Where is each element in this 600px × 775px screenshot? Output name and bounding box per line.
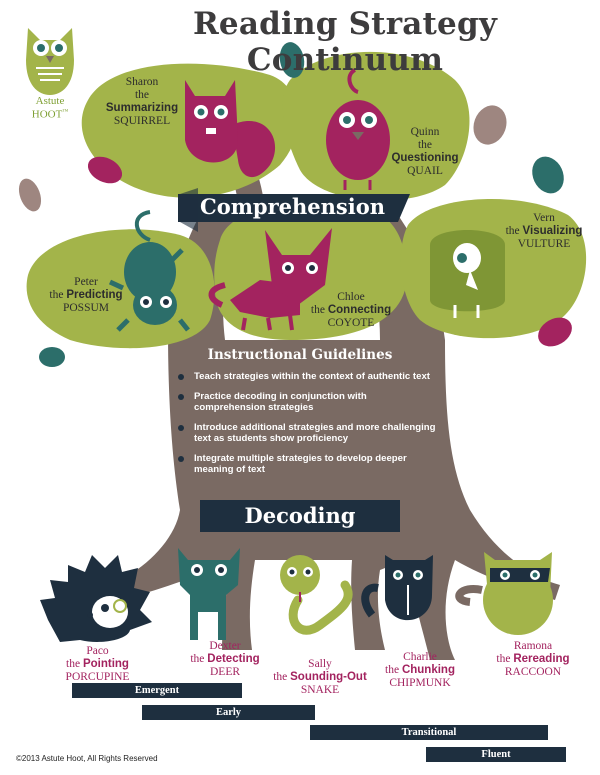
list-item: Integrate multiple strategies to develop… (178, 453, 438, 476)
comprehension-banner-shape (178, 188, 410, 232)
chipmunk-icon (361, 555, 433, 621)
squirrel-icon (185, 80, 276, 178)
logo-line-1: Astute (35, 95, 65, 107)
bullet-dot (178, 424, 184, 431)
guidelines-list: Teach strategies within the context of a… (178, 371, 438, 484)
label-sharon-squirrel: Sharon the Summarizing SQUIRREL (102, 76, 182, 128)
comprehension-banner: Comprehension (199, 194, 386, 219)
label-ramona-raccoon: Ramona the Rereading RACCOON (496, 640, 570, 678)
deer-icon (178, 548, 240, 640)
astute-hoot-logo-owl (26, 28, 74, 95)
animal-type: SQUIRREL (113, 115, 171, 127)
guidelines-title: Instructional Guidelines (207, 347, 393, 363)
possum-icon (108, 210, 190, 332)
snake-icon (280, 555, 353, 635)
stage-bar-transitional: Transitional (310, 725, 548, 740)
stage-bar-emergent: Emergent (72, 683, 242, 698)
stage-bar-early: Early (142, 705, 315, 720)
label-chloe-coyote: Chloe the Connecting COYOTE (310, 291, 392, 329)
decoding-banner: Decoding (244, 503, 356, 528)
page-title: Reading Strategy Continuum (192, 6, 498, 78)
label-quinn-quail: Quinn the Questioning QUAIL (391, 126, 459, 177)
raccoon-icon (455, 552, 553, 635)
decoding-banner-shape (200, 500, 400, 532)
logo-line-2: HOOT (31, 108, 63, 121)
animal-name: Sharon (125, 76, 159, 88)
porcupine-icon (40, 555, 152, 642)
logo-trademark: ™ (62, 109, 69, 115)
stage-bar-fluent: Fluent (426, 747, 566, 762)
label-dexter-deer: Dexter the Detecting DEER (190, 640, 260, 678)
coyote-icon (208, 228, 332, 331)
bullet-dot (178, 393, 184, 400)
astute-hoot-logo: Astute HOOT™ (20, 96, 80, 121)
list-item: Introduce additional strategies and more… (178, 422, 438, 445)
label-peter-possum: Peter the Predicting POSSUM (49, 276, 123, 314)
strategy-name: Summarizing (105, 102, 179, 114)
quail-icon (326, 68, 390, 190)
label-charlie-chipmunk: Charlie the Chunking CHIPMUNK (385, 651, 455, 689)
label-vern-vulture: Vern the Visualizing VULTURE (505, 212, 583, 250)
decorative-dots (18, 42, 572, 367)
list-item: Practice decoding in conjunction with co… (178, 391, 438, 414)
copyright-notice: ©2013 Astute Hoot, All Rights Reserved (16, 754, 158, 763)
bullet-dot (178, 374, 184, 380)
label-paco-porcupine: Paco the Pointing PORCUPINE (65, 645, 130, 683)
bullet-dot (178, 455, 184, 462)
label-sally-snake: Sally the Sounding-Out SNAKE (273, 658, 367, 696)
vulture-icon (430, 230, 505, 318)
list-item: Teach strategies within the context of a… (178, 371, 438, 383)
